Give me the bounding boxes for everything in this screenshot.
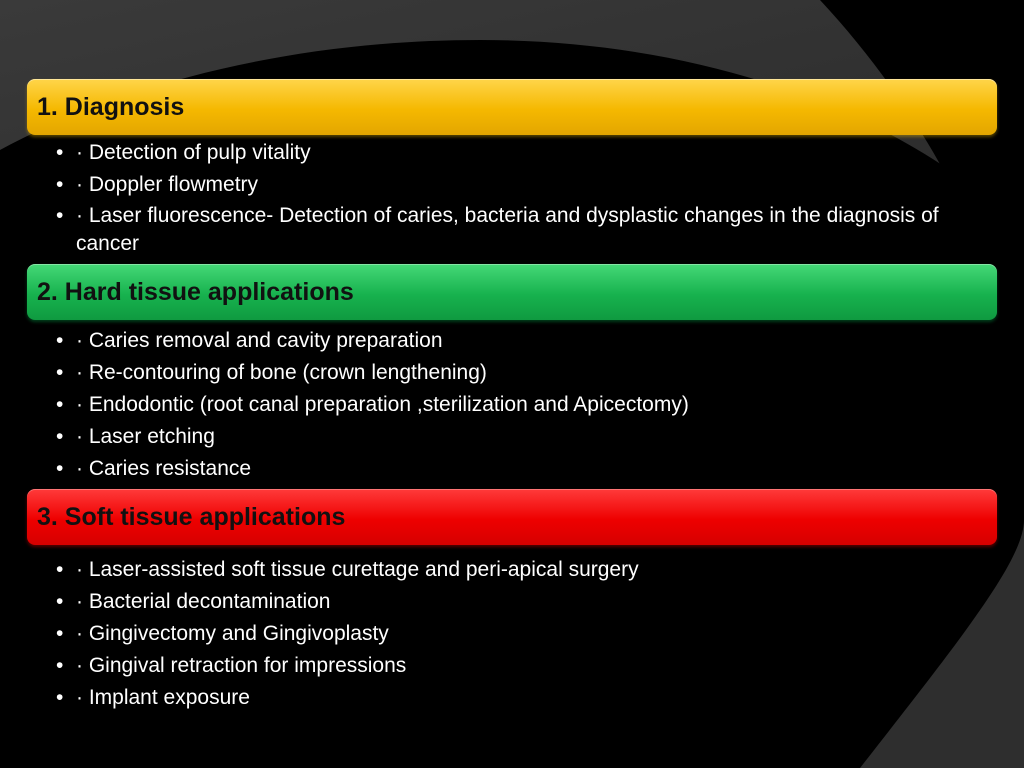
list-item-text: · Laser fluorescence- Detection of carie… xyxy=(76,204,939,255)
list-item-text: · Implant exposure xyxy=(76,686,250,709)
bullet-icon: • xyxy=(56,393,64,416)
bullet-icon: • xyxy=(56,686,64,709)
section-title: 1. Diagnosis xyxy=(37,92,185,121)
bullet-icon: • xyxy=(56,141,64,164)
list-item-text: · Endodontic (root canal preparation ,st… xyxy=(76,393,689,416)
list-item-text: · Caries resistance xyxy=(76,457,252,480)
bullet-icon: • xyxy=(56,204,64,227)
list-item: • · Gingivectomy and Gingivoplasty xyxy=(56,619,996,648)
bullet-icon: • xyxy=(56,622,64,645)
soft-tissue-list: • · Laser-assisted soft tissue curettage … xyxy=(56,555,996,715)
list-item-text: · Laser etching xyxy=(76,425,215,448)
list-item-text: · Detection of pulp vitality xyxy=(76,141,311,164)
bullet-icon: • xyxy=(56,558,64,581)
list-item: • · Doppler flowmetry xyxy=(56,170,996,199)
section-header-soft-tissue: 3. Soft tissue applications xyxy=(27,489,997,545)
bullet-icon: • xyxy=(56,329,64,352)
list-item: • · Gingival retraction for impressions xyxy=(56,651,996,680)
list-item-text: · Gingival retraction for impressions xyxy=(76,654,407,677)
list-item-text: · Laser-assisted soft tissue curettage a… xyxy=(76,558,639,581)
list-item: • · Bacterial decontamination xyxy=(56,587,996,616)
list-item: • · Endodontic (root canal preparation ,s… xyxy=(56,390,996,419)
list-item: • · Implant exposure xyxy=(56,683,996,712)
bullet-icon: • xyxy=(56,173,64,196)
diagnosis-list: • · Detection of pulp vitality • · Doppler… xyxy=(56,138,996,261)
section-header-hard-tissue: 2. Hard tissue applications xyxy=(27,264,997,320)
list-item: • · Laser-assisted soft tissue curettage … xyxy=(56,555,996,584)
list-item: • · Caries resistance xyxy=(56,454,996,483)
section-title: 2. Hard tissue applications xyxy=(37,277,354,306)
list-item-text: · Re-contouring of bone (crown lengtheni… xyxy=(76,361,487,384)
section-header-diagnosis: 1. Diagnosis xyxy=(27,79,997,135)
list-item: • · Laser fluorescence- Detection of cari… xyxy=(56,202,996,258)
list-item-text: · Gingivectomy and Gingivoplasty xyxy=(76,622,389,645)
section-title: 3. Soft tissue applications xyxy=(37,502,346,531)
bullet-icon: • xyxy=(56,425,64,448)
list-item: • · Caries removal and cavity preparation xyxy=(56,326,996,355)
list-item-text: · Doppler flowmetry xyxy=(76,173,259,196)
bullet-icon: • xyxy=(56,361,64,384)
list-item: • · Detection of pulp vitality xyxy=(56,138,996,167)
bullet-icon: • xyxy=(56,590,64,613)
hard-tissue-list: • · Caries removal and cavity preparation… xyxy=(56,326,996,486)
list-item-text: · Bacterial decontamination xyxy=(76,590,331,613)
list-item-text: · Caries removal and cavity preparation xyxy=(76,329,443,352)
bullet-icon: • xyxy=(56,654,64,677)
bullet-icon: • xyxy=(56,457,64,480)
list-item: • · Laser etching xyxy=(56,422,996,451)
list-item: • · Re-contouring of bone (crown lengthen… xyxy=(56,358,996,387)
